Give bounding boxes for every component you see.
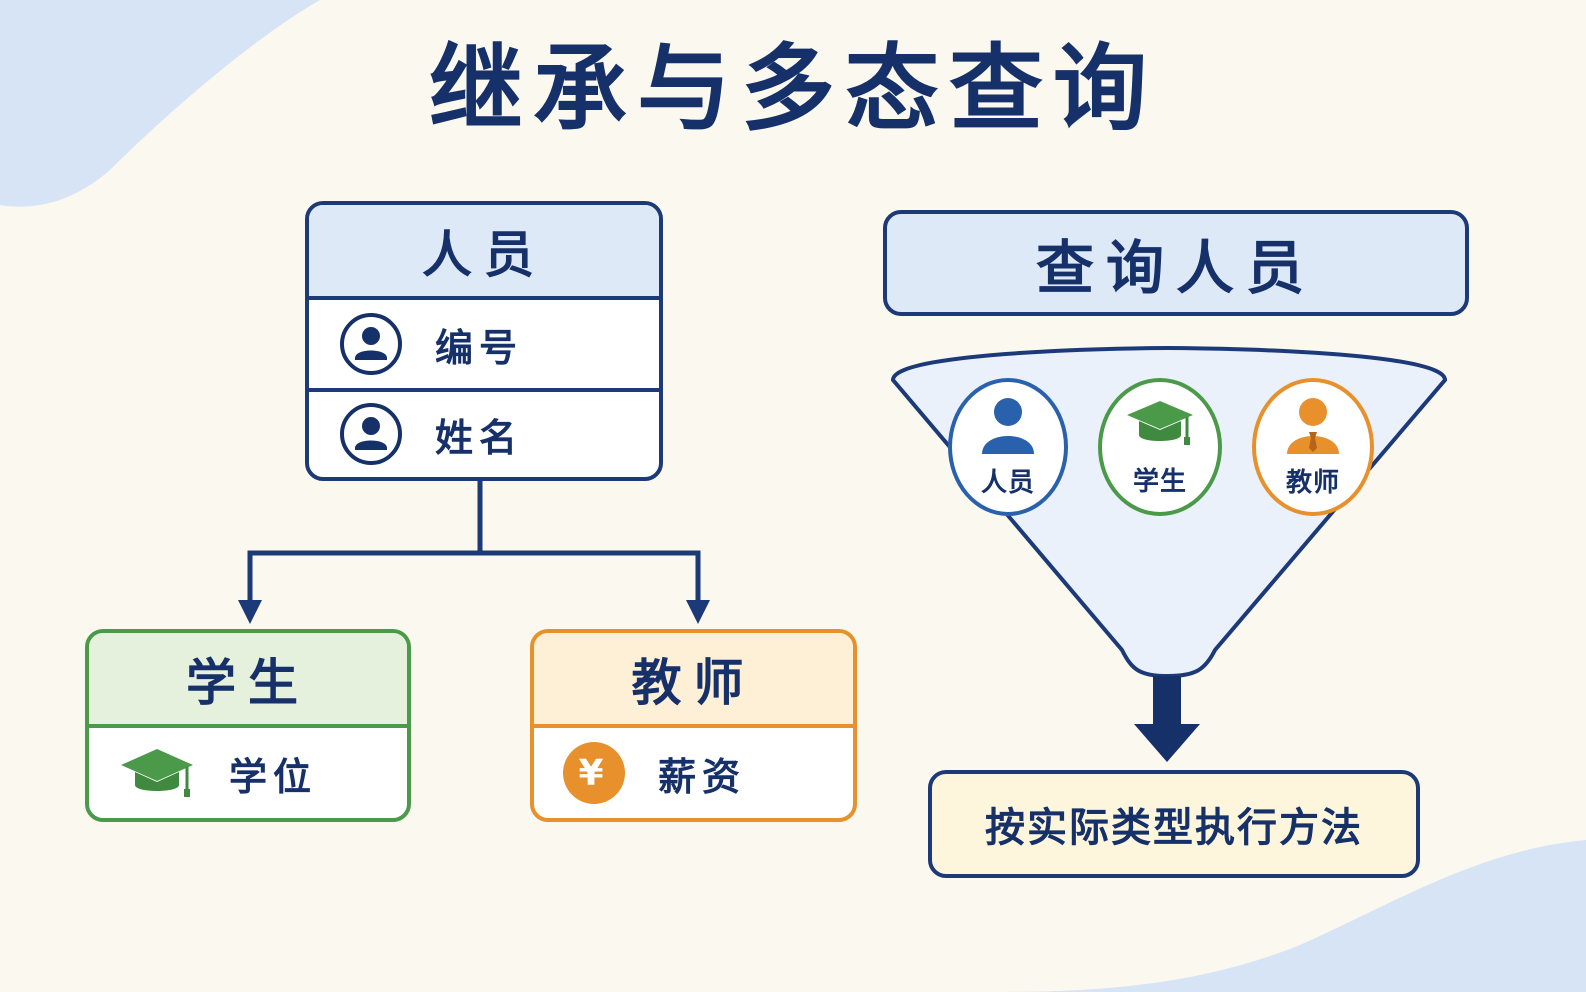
type-circle-person: 人员 (948, 378, 1068, 516)
query-box: 查询人员 (883, 210, 1469, 316)
teacher-icon (1283, 396, 1343, 460)
connector-line (480, 550, 701, 602)
user-circle-icon (339, 402, 403, 466)
bottom-right-blob (1000, 840, 1586, 992)
type-label: 教师 (1285, 467, 1340, 498)
person-class-box: 人员 编号 姓名 (305, 201, 663, 481)
field-label: 姓名 (435, 415, 524, 460)
arrow-head-student (238, 600, 262, 624)
result-box: 按实际类型执行方法 (928, 770, 1420, 878)
field-label: 编号 (435, 325, 524, 370)
funnel-spout (1153, 676, 1181, 726)
field-label: 薪资 (658, 754, 747, 799)
user-circle-icon (339, 312, 403, 376)
student-class-title: 学生 (89, 633, 407, 728)
yen-coin-icon: ¥ (562, 741, 626, 805)
student-class-box: 学生 学位 (85, 629, 411, 822)
type-label: 学生 (1132, 466, 1187, 497)
person-class-title: 人员 (309, 205, 659, 300)
page-title: 继承与多态查询 (428, 35, 1157, 144)
field-label: 学位 (229, 754, 318, 799)
graduation-cap-icon (117, 745, 197, 801)
funnel-arrow-head (1134, 724, 1200, 762)
type-label: 人员 (980, 467, 1035, 498)
top-left-blob (0, 0, 320, 207)
teacher-class-title: 教师 (534, 633, 853, 728)
type-circle-teacher: 教师 (1252, 378, 1374, 516)
connector-line (247, 481, 483, 602)
field-row-salary: ¥ 薪资 (534, 728, 853, 818)
field-row-degree: 学位 (89, 728, 407, 818)
field-row-id: 编号 (309, 300, 659, 388)
type-circle-student: 学生 (1098, 378, 1222, 516)
graduation-cap-icon (1123, 397, 1197, 459)
arrow-head-teacher (686, 600, 710, 624)
yen-symbol: ¥ (578, 753, 609, 794)
field-row-name: 姓名 (309, 388, 659, 476)
person-icon (978, 396, 1038, 460)
teacher-class-box: 教师 ¥ 薪资 (530, 629, 857, 822)
